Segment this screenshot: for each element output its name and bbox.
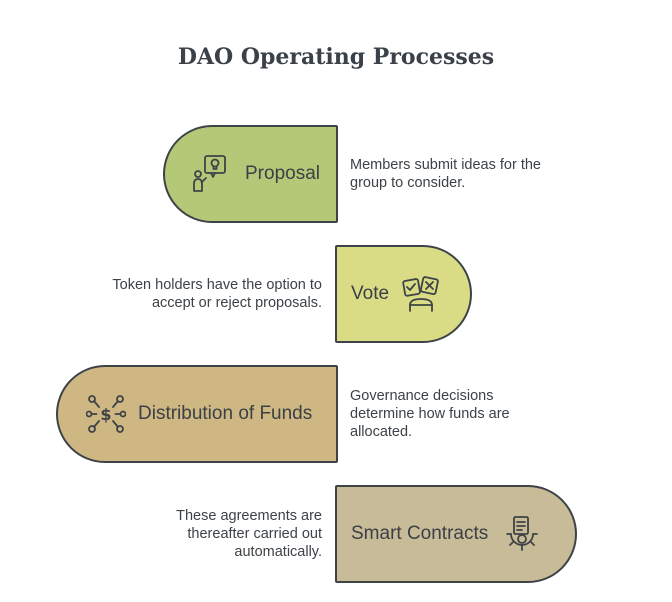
step-description-smart-contracts: These agreements are thereafter carried … [176, 508, 322, 560]
step-vote: Vote [335, 245, 472, 343]
contract-gear-icon [502, 514, 542, 554]
step-label-vote: Vote [351, 283, 390, 304]
ballot-vote-icon [401, 274, 441, 314]
step-smart-contracts: Smart Contracts [335, 485, 577, 583]
step-description-proposal: Members submit ideas for the group to co… [350, 157, 541, 191]
step-proposal: Proposal [163, 125, 338, 223]
page-title: DAO Operating Processes [177, 44, 495, 70]
step-distribution-of-funds: $ Distribution of Funds [56, 365, 338, 463]
person-idea-icon [191, 154, 229, 194]
step-label-smart-contracts: Smart Contracts [351, 523, 489, 544]
step-description-vote: Token holders have the option to accept … [112, 277, 322, 311]
step-label-proposal: Proposal [245, 163, 320, 184]
step-description-distribution-of-funds: Governance decisions determine how funds… [350, 388, 510, 440]
fund-distribution-icon: $ [86, 394, 126, 434]
step-label-distribution-of-funds: Distribution of Funds [138, 403, 313, 424]
svg-text:$: $ [100, 405, 111, 424]
